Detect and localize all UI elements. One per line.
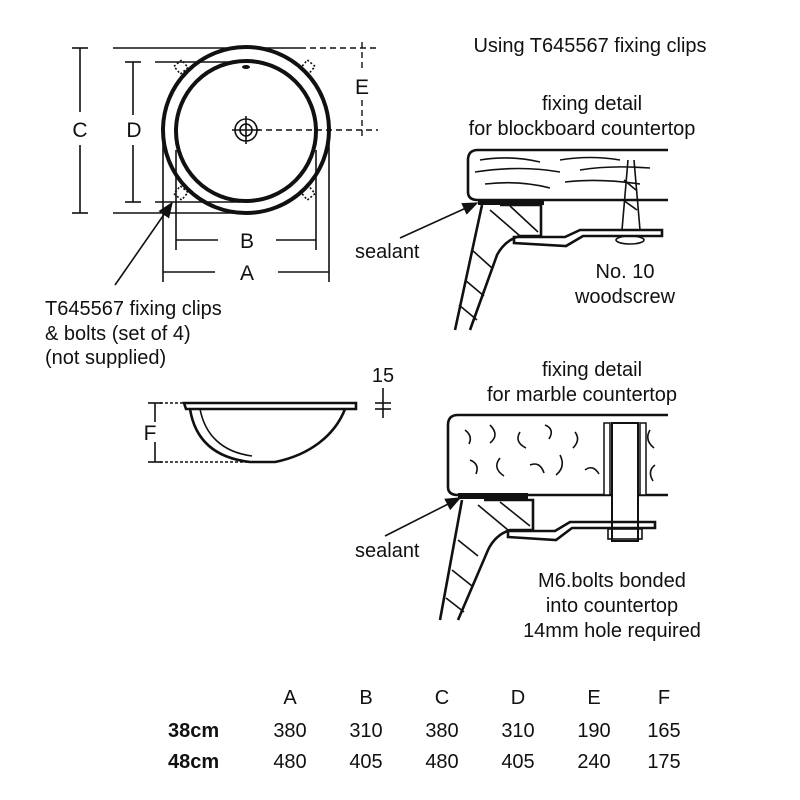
clips-note-line3: (not supplied): [45, 347, 166, 369]
blockboard-title-1: fixing detail: [542, 93, 642, 115]
cell: 310: [501, 720, 534, 742]
table-header-c: C: [435, 687, 449, 709]
row-label: 48cm: [168, 751, 219, 773]
side-view: F 15: [144, 365, 394, 464]
dim-label-a: A: [240, 262, 254, 285]
cell: 310: [349, 720, 382, 742]
marble-sealant-label: sealant: [355, 540, 420, 562]
basin-bowl: [174, 59, 318, 203]
clips-note-line2: & bolts (set of 4): [45, 323, 191, 345]
bolt-note-1: M6.bolts bonded: [538, 570, 686, 592]
marble-detail: fixing detail for marble countertop seal…: [355, 359, 701, 642]
cell: 240: [577, 751, 610, 773]
cell: 380: [273, 720, 306, 742]
marble-title-2: for marble countertop: [487, 384, 677, 406]
row-label: 38cm: [168, 720, 219, 742]
table-header-e: E: [587, 687, 600, 709]
bolt-note-3: 14mm hole required: [523, 620, 701, 642]
overflow: [242, 65, 250, 69]
clips-note-line1: T645567 fixing clips: [45, 298, 222, 320]
dim-label-f: F: [144, 422, 157, 445]
blockboard-detail: fixing detail for blockboard countertop …: [355, 93, 696, 331]
table-header-f: F: [658, 687, 670, 709]
fixing-clips: [172, 58, 317, 202]
cell: 190: [577, 720, 610, 742]
woodscrew-note-2: woodscrew: [574, 286, 676, 308]
cell: 165: [647, 720, 680, 742]
blockboard-title-2: for blockboard countertop: [469, 118, 696, 140]
dimensions-table: A B C D E F 38cm 380 310 380 310 190 165…: [168, 687, 681, 773]
basin-outer-rim: [161, 45, 331, 215]
cell: 380: [425, 720, 458, 742]
table-header-d: D: [511, 687, 525, 709]
cell: 175: [647, 751, 680, 773]
marble-title-1: fixing detail: [542, 359, 642, 381]
dim-label-d: D: [126, 119, 141, 142]
dim-label-c: C: [72, 119, 87, 142]
dim-label-e: E: [355, 76, 369, 99]
cell: 480: [273, 751, 306, 773]
table-row: 48cm 480 405 480 405 240 175: [168, 751, 681, 773]
cell: 405: [349, 751, 382, 773]
woodscrew-note-1: No. 10: [596, 261, 655, 283]
clip-pointer-arrow: [114, 201, 173, 286]
table-header-a: A: [283, 687, 297, 709]
blockboard-sealant-label: sealant: [355, 241, 420, 263]
diagram-title: Using T645567 fixing clips: [473, 35, 706, 57]
cell: 480: [425, 751, 458, 773]
table-header-b: B: [359, 687, 372, 709]
plan-view: C D E B A T645567 fixing clips & bolts (…: [45, 42, 380, 369]
table-row: 38cm 380 310 380 310 190 165: [168, 720, 681, 742]
cell: 405: [501, 751, 534, 773]
dim-label-b: B: [240, 230, 254, 253]
bolt-note-2: into countertop: [546, 595, 678, 617]
rim-thickness-label: 15: [372, 365, 394, 387]
